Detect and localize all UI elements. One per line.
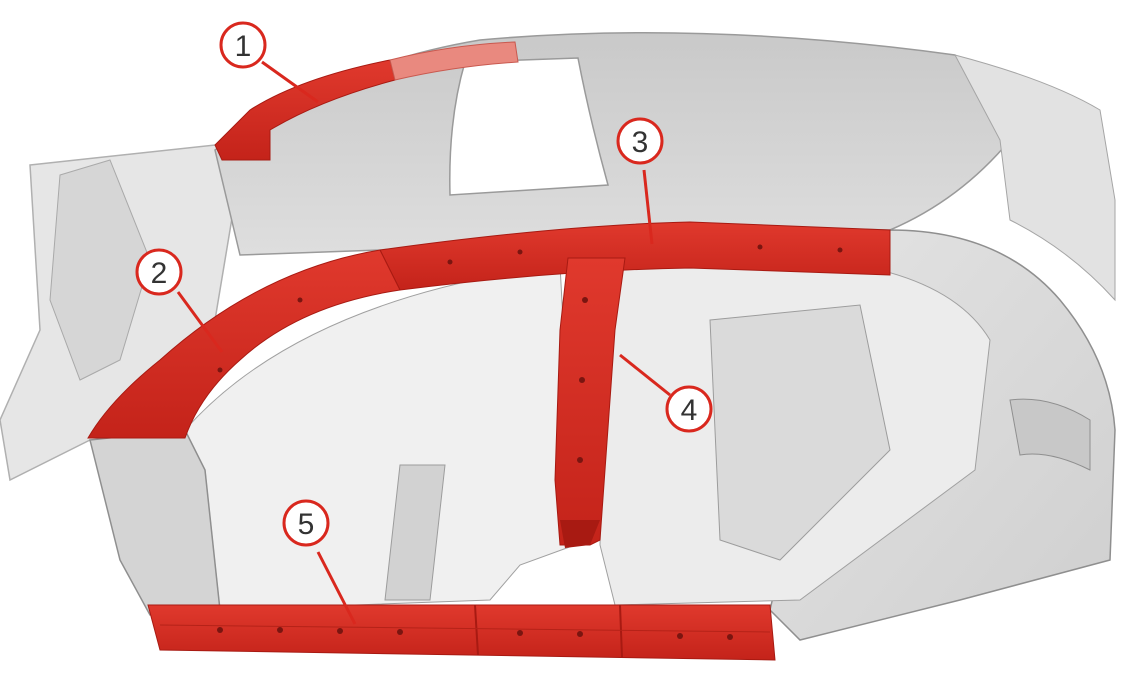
leader-line-1 [261, 60, 319, 104]
leader-line-5 [316, 551, 357, 625]
callout-3: 3 [616, 117, 664, 165]
callout-1-label: 1 [235, 30, 252, 63]
callout-3-label: 3 [632, 126, 649, 159]
callout-5-label: 5 [298, 508, 315, 541]
sill-seam-2 [619, 604, 623, 658]
leader-line-4 [619, 353, 671, 397]
callout-1: 1 [219, 21, 267, 69]
rear-wheel-arch [1009, 398, 1091, 471]
rear-seat-panel [709, 304, 891, 561]
sill-seam-1 [474, 604, 479, 656]
highlight-part-2 [87, 249, 401, 439]
highlight-part-1-top [389, 41, 519, 81]
callout-5: 5 [282, 499, 330, 547]
highlight-part-5 [147, 604, 776, 661]
front-apron [49, 159, 151, 381]
callout-4-label: 4 [681, 394, 698, 427]
sill-seam-3 [159, 624, 771, 633]
highlight-part-4-base [560, 520, 600, 548]
floor-tunnel [384, 464, 446, 601]
leader-line-2 [176, 291, 224, 353]
rear-structure [954, 54, 1116, 302]
highlight-part-3 [379, 221, 891, 291]
weld-holes [217, 244, 843, 640]
roof-panel [214, 31, 1011, 256]
callout-2-label: 2 [151, 257, 168, 290]
callout-4: 4 [665, 385, 713, 433]
front-door-opening-floor [184, 264, 576, 611]
sunroof-opening [449, 57, 609, 196]
leader-line-3 [642, 169, 654, 245]
callout-2: 2 [135, 248, 183, 296]
